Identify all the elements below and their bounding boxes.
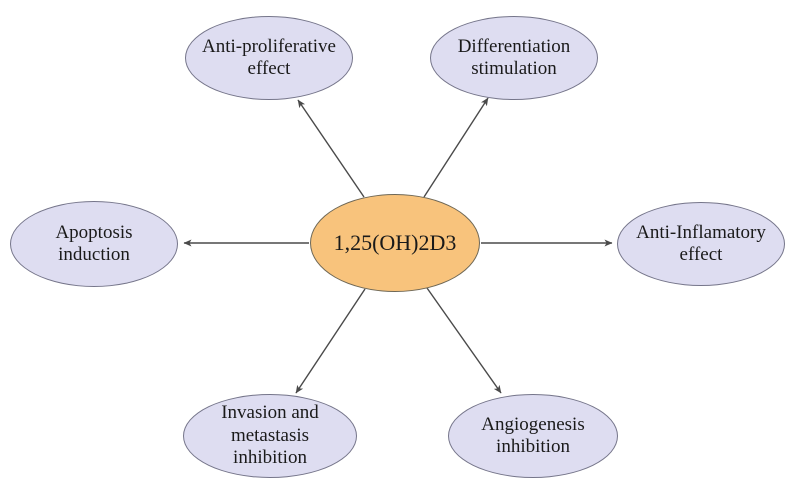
arrow-to-anti-proliferative-effect [297,99,365,198]
node-label: Anti-proliferative effect [201,35,336,79]
arrow-to-invasion-metastasis-inhibition [295,288,366,394]
node-anti-proliferative-effect: Anti-proliferative effect [185,16,353,100]
center-node-1-25-oh2-d3: 1,25(OH)2D3 [310,194,480,292]
center-node-label: 1,25(OH)2D3 [333,230,457,256]
arrow-to-angiogenesis-inhibition [426,287,502,394]
node-invasion-metastasis-inhibition: Invasion and metastasis inhibition [183,394,357,478]
node-apoptosis-induction: Apoptosis induction [10,201,178,287]
node-label: Invasion and metastasis inhibition [221,402,319,469]
arrow-to-differentiation-stimulation [423,97,489,198]
node-label: Apoptosis induction [55,221,133,265]
node-differentiation-stimulation: Differentiation stimulation [430,16,598,100]
node-label: Anti-Inflamatory effect [636,221,766,265]
node-anti-inflamatory-effect: Anti-Inflamatory effect [617,202,785,286]
node-angiogenesis-inhibition: Angiogenesis inhibition [448,394,618,478]
node-label: Angiogenesis inhibition [481,413,585,457]
node-label: Differentiation stimulation [457,35,571,79]
